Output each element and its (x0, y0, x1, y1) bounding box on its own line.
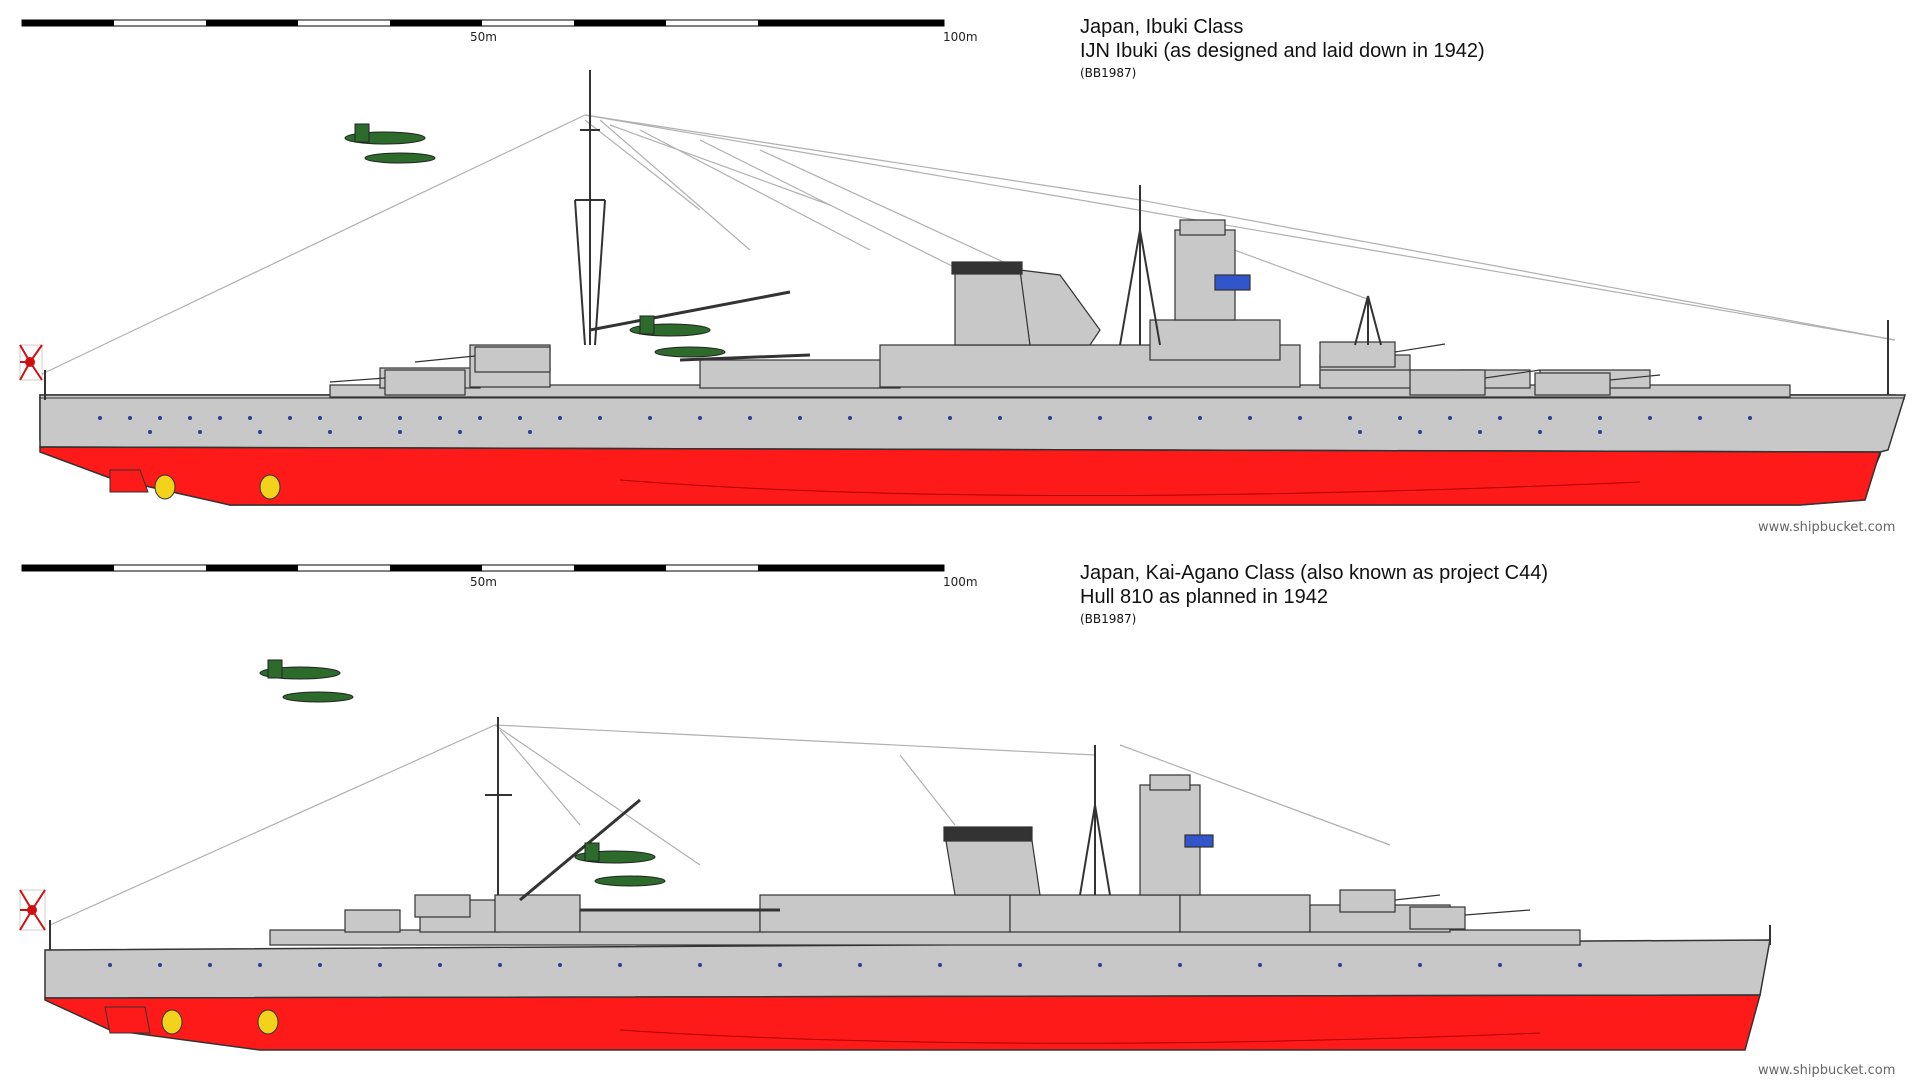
ship-drawing-ibuki (19, 19, 1907, 506)
propeller-icon (154, 474, 281, 500)
hull-kai-agano (44, 939, 1771, 1051)
masts-kai-agano (49, 717, 1771, 950)
ship-panel-ibuki: 50m 100m Japan, Ibuki Class IJN Ibuki (a… (0, 0, 1920, 540)
propeller-icon (161, 1009, 279, 1035)
crane-ibuki (589, 290, 811, 362)
floatplane-icon (259, 659, 666, 887)
rising-sun-flag-icon (19, 344, 43, 381)
superstructure-kai-agano (269, 774, 1581, 946)
scale-label-50m: 50m (470, 30, 497, 44)
turrets-ibuki (329, 341, 1661, 396)
ship-panel-kai-agano: 50m 100m Japan, Kai-Agano Class (also kn… (0, 545, 1920, 1085)
portholes-row-1 (108, 963, 1582, 967)
ship-caption-ibuki: Japan, Ibuki Class IJN Ibuki (as designe… (1080, 15, 1485, 83)
ship-caption-kai-agano: Japan, Kai-Agano Class (also known as pr… (1080, 561, 1548, 629)
caption-line-2: Hull 810 as planned in 1942 (1080, 586, 1328, 608)
rudder (109, 469, 149, 493)
scale-label-50m: 50m (470, 575, 497, 589)
caption-line-1: Japan, Ibuki Class (1080, 16, 1244, 38)
scale-bar (21, 19, 945, 27)
masts-ibuki (44, 70, 1889, 400)
scale-label-100m: 100m (943, 30, 978, 44)
caption-line-3: (BB1987) (1080, 612, 1137, 626)
rising-sun-flag-icon (19, 889, 46, 931)
turrets-kai-agano (344, 889, 1531, 933)
scale-bar (21, 564, 945, 572)
crane-kai-agano (519, 798, 780, 912)
watermark: www.shipbucket.com (1758, 1063, 1896, 1078)
watermark: www.shipbucket.com (1758, 520, 1896, 535)
rigging-wires (49, 724, 1391, 926)
superstructure-ibuki (329, 219, 1791, 398)
ship-drawing-kai-agano (19, 564, 1771, 1051)
portholes-row-1 (98, 416, 1752, 434)
caption-line-1: Japan, Kai-Agano Class (also known as pr… (1080, 562, 1549, 584)
caption-line-2: IJN Ibuki (as designed and laid down in … (1080, 40, 1485, 62)
floatplane-icon (344, 123, 726, 358)
hull-ibuki (39, 394, 1907, 506)
caption-line-3: (BB1987) (1080, 66, 1137, 80)
scale-label-100m: 100m (943, 575, 978, 589)
rigging-wires (39, 114, 1896, 376)
rudder (104, 1006, 151, 1034)
